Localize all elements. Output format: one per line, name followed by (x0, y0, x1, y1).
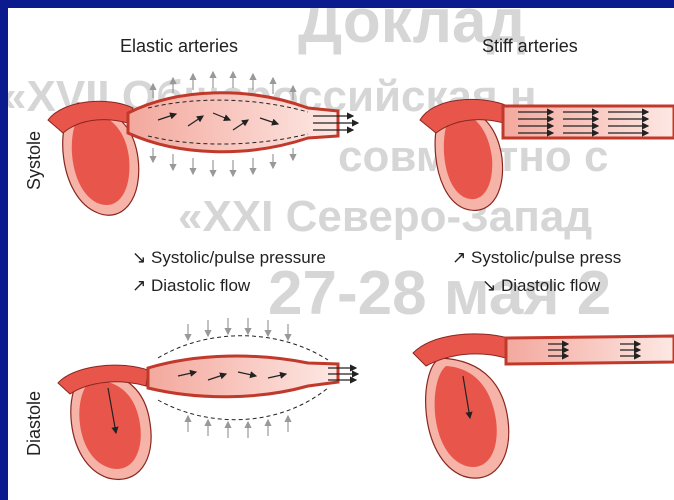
legend-stiff-1-text: Systolic/pulse press (471, 248, 621, 267)
heart-systole-stiff (420, 99, 508, 210)
heart-diastole-stiff (413, 334, 509, 478)
row-label-systole: Systole (24, 131, 45, 190)
title-elastic-arteries: Elastic arteries (120, 36, 238, 57)
legend-stiff-2-text: Diastolic flow (501, 276, 600, 295)
vessel-systole-elastic (128, 93, 338, 152)
legend-elastic-1: ↘ Systolic/pulse pressure (132, 248, 326, 268)
legend-stiff-2: ↘ Diastolic flow (482, 276, 600, 296)
heart-diastole-elastic (58, 365, 151, 479)
legend-stiff-1: ↗ Systolic/pulse press (452, 248, 621, 268)
vessel-diastole-stiff (506, 336, 674, 364)
legend-elastic-2-text: Diastolic flow (151, 276, 250, 295)
figure-panel: Доклад «XVII Общероссийская н совместно … (8, 8, 674, 500)
vessel-diastole-elastic (148, 336, 338, 420)
legend-elastic-2-arrow: ↗ (132, 276, 146, 295)
legend-stiff-1-arrow: ↗ (452, 248, 466, 267)
legend-elastic-2: ↗ Diastolic flow (132, 276, 250, 296)
legend-elastic-1-text: Systolic/pulse pressure (151, 248, 326, 267)
legend-elastic-1-arrow: ↘ (132, 248, 146, 267)
title-stiff-arteries: Stiff arteries (482, 36, 578, 57)
legend-stiff-2-arrow: ↘ (482, 276, 496, 295)
row-label-diastole: Diastole (24, 391, 45, 456)
heart-systole-elastic (48, 101, 139, 215)
